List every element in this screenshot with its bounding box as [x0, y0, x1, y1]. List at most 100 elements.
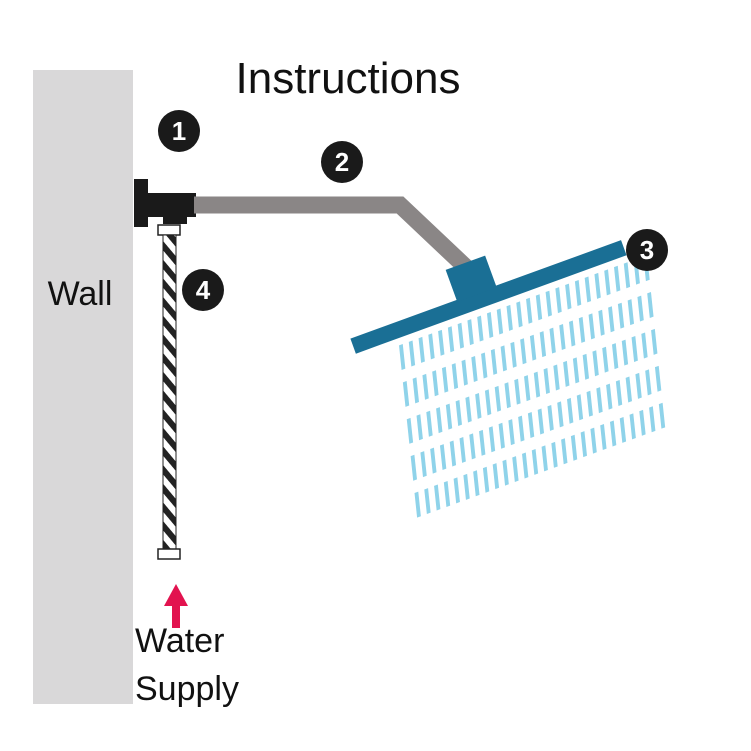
water-drop	[498, 422, 505, 449]
water-drop	[402, 380, 410, 407]
step-badge-3: 3	[626, 229, 668, 271]
water-drop	[410, 454, 417, 481]
water-drop	[596, 387, 603, 414]
water-drop	[524, 375, 531, 402]
water-drop	[496, 308, 504, 335]
water-drop	[533, 371, 541, 398]
water-drop	[559, 324, 566, 351]
water-drop	[654, 365, 662, 392]
water-drop	[510, 341, 517, 368]
water-drop	[555, 287, 562, 314]
water-drop	[580, 431, 588, 458]
water-drop	[412, 377, 420, 404]
water-drop	[455, 400, 462, 427]
water-spray	[399, 255, 666, 518]
flexible-hose	[162, 234, 177, 550]
water-drop	[522, 452, 529, 479]
water-drop	[434, 484, 441, 511]
water-drop	[602, 346, 609, 373]
water-drop	[631, 336, 638, 363]
water-drop	[647, 292, 654, 318]
water-drop	[625, 376, 632, 403]
water-drop	[502, 459, 509, 486]
water-drop	[422, 373, 429, 400]
hose-bottom-nut	[157, 548, 181, 560]
water-drop	[541, 445, 548, 472]
water-drop	[590, 427, 597, 454]
step-badge-2: 2	[321, 141, 363, 183]
water-drop	[614, 265, 621, 292]
water-drop	[494, 385, 502, 412]
water-drop	[621, 339, 629, 366]
water-drop	[549, 327, 556, 354]
water-drop	[514, 378, 521, 405]
water-drop	[608, 306, 615, 333]
water-drop	[658, 402, 666, 429]
water-drop	[572, 357, 580, 384]
water-drop	[457, 322, 464, 349]
water-drop	[492, 463, 500, 490]
water-drop	[430, 447, 437, 474]
water-drop	[586, 390, 593, 417]
water-drop	[516, 301, 523, 328]
water-drop	[592, 350, 599, 377]
water-drop	[399, 344, 406, 371]
water-drop	[611, 343, 619, 370]
water-drop	[637, 295, 644, 322]
water-drop	[641, 332, 648, 359]
water-drop	[420, 451, 427, 478]
water-drop	[438, 329, 445, 356]
water-drop	[639, 409, 646, 436]
wall	[33, 70, 133, 704]
svg-text:1: 1	[172, 116, 186, 146]
water-drop	[484, 389, 492, 416]
water-drop	[445, 403, 453, 430]
water-drop	[441, 366, 449, 393]
water-drop	[461, 359, 468, 386]
water-drop	[570, 434, 578, 461]
water-drop	[439, 444, 447, 471]
water-drop	[629, 413, 636, 440]
water-drop	[561, 438, 568, 465]
water-drop	[414, 491, 421, 518]
mount-connector	[163, 214, 187, 224]
hose-top-nut	[157, 224, 181, 236]
water-drop	[617, 302, 625, 329]
water-drop	[486, 312, 494, 339]
wall-mount-flange	[134, 179, 148, 227]
step-badge-1: 1	[158, 110, 200, 152]
water-drop	[604, 269, 611, 296]
water-drop	[563, 360, 570, 387]
water-drop	[459, 436, 466, 463]
water-drop	[547, 404, 554, 431]
water-drop	[584, 276, 592, 303]
water-drop	[436, 407, 443, 434]
water-drop	[635, 372, 642, 399]
water-drop	[473, 470, 480, 497]
water-drop	[535, 294, 543, 321]
water-drop	[551, 441, 558, 468]
water-drop	[543, 368, 550, 395]
water-drop	[537, 408, 545, 435]
water-drop	[545, 290, 552, 317]
water-drop	[600, 424, 607, 451]
water-flow-arrow	[164, 584, 188, 606]
water-drop	[619, 416, 627, 443]
water-drop	[479, 429, 486, 456]
water-drop	[504, 382, 511, 409]
mount-elbow	[146, 193, 196, 217]
water-drop	[463, 473, 470, 500]
water-drop	[526, 297, 533, 324]
water-drop	[471, 356, 478, 383]
water-drop	[432, 370, 439, 397]
water-drop	[588, 313, 595, 340]
water-drop	[565, 283, 572, 310]
svg-text:3: 3	[640, 235, 654, 265]
water-drop	[527, 412, 535, 439]
svg-text:2: 2	[335, 147, 349, 177]
water-supply-label-line1: Water	[135, 622, 224, 660]
water-drop	[443, 480, 451, 507]
water-drop	[574, 280, 582, 306]
water-drop	[627, 299, 635, 326]
